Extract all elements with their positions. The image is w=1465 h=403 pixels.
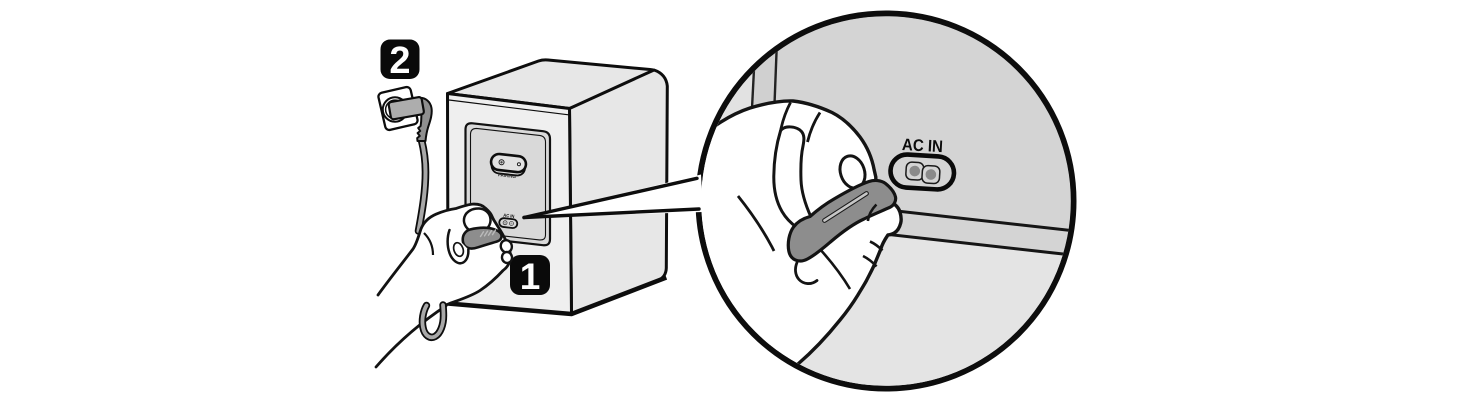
svg-text:2: 2 — [389, 40, 410, 82]
svg-text:PAIRING: PAIRING — [498, 172, 517, 179]
svg-text:AC IN: AC IN — [503, 213, 515, 219]
svg-text:1: 1 — [520, 256, 541, 297]
svg-text:AC IN: AC IN — [902, 135, 944, 156]
